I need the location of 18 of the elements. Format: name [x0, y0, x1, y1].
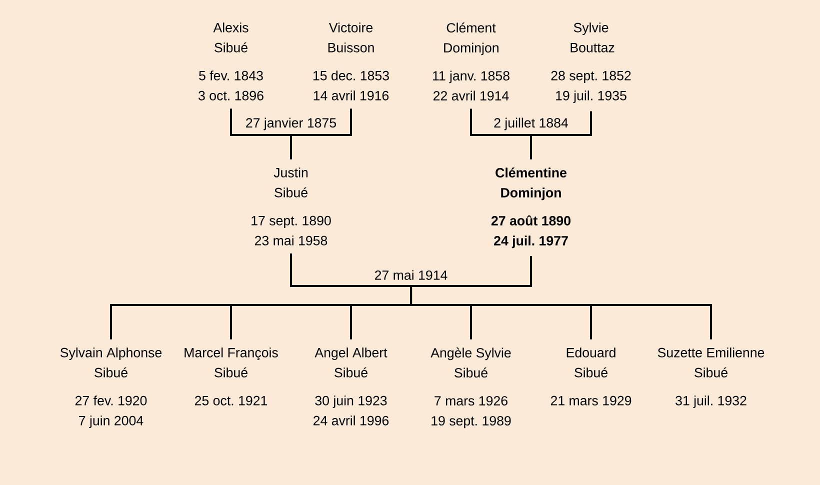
person-label: Alexis Sibué 5 fev. 1843 3 oct. 1896 [198, 22, 264, 100]
connector-line [410, 256, 712, 340]
person-label: Suzette Emilienne Sibué 31 juil. 1932 [658, 348, 764, 408]
connector-line [530, 111, 592, 160]
person-label: Angel Albert Sibué 30 juin 1923 24 avril 1996 [314, 348, 389, 426]
person-label: Victoire Buisson 15 dec. 1853 14 avril 1916 [313, 22, 389, 100]
person-label: Sylvie Bouttaz 28 sept. 1852 19 juil. 1935 [551, 22, 631, 103]
edge-label: 27 janvier 1875 [243, 116, 339, 132]
connector-line [290, 108, 352, 160]
person-label: Edouard Sibué 21 mars 1929 [550, 348, 632, 406]
person-label: Angèle Sylvie Sibué 7 mars 1926 19 sept. 1989 [430, 348, 511, 428]
edge-label: 27 mai 1914 [372, 268, 450, 282]
person-label: Sylvain Alphonse Sibué 27 fev. 1920 7 juin 2004 [60, 348, 162, 428]
edge-label: 2 juillet 1884 [492, 116, 570, 132]
person-label: Justin Sibué 17 sept. 1890 23 mai 1958 [252, 168, 331, 246]
person-label: Clément Dominjon 11 janv. 1858 22 avril 1914 [433, 22, 510, 100]
person-label: Marcel François Sibué 25 oct. 1921 [184, 348, 278, 406]
person-label: Clémentine Dominjon 27 août 1890 24 juil. 1977 [491, 168, 570, 248]
